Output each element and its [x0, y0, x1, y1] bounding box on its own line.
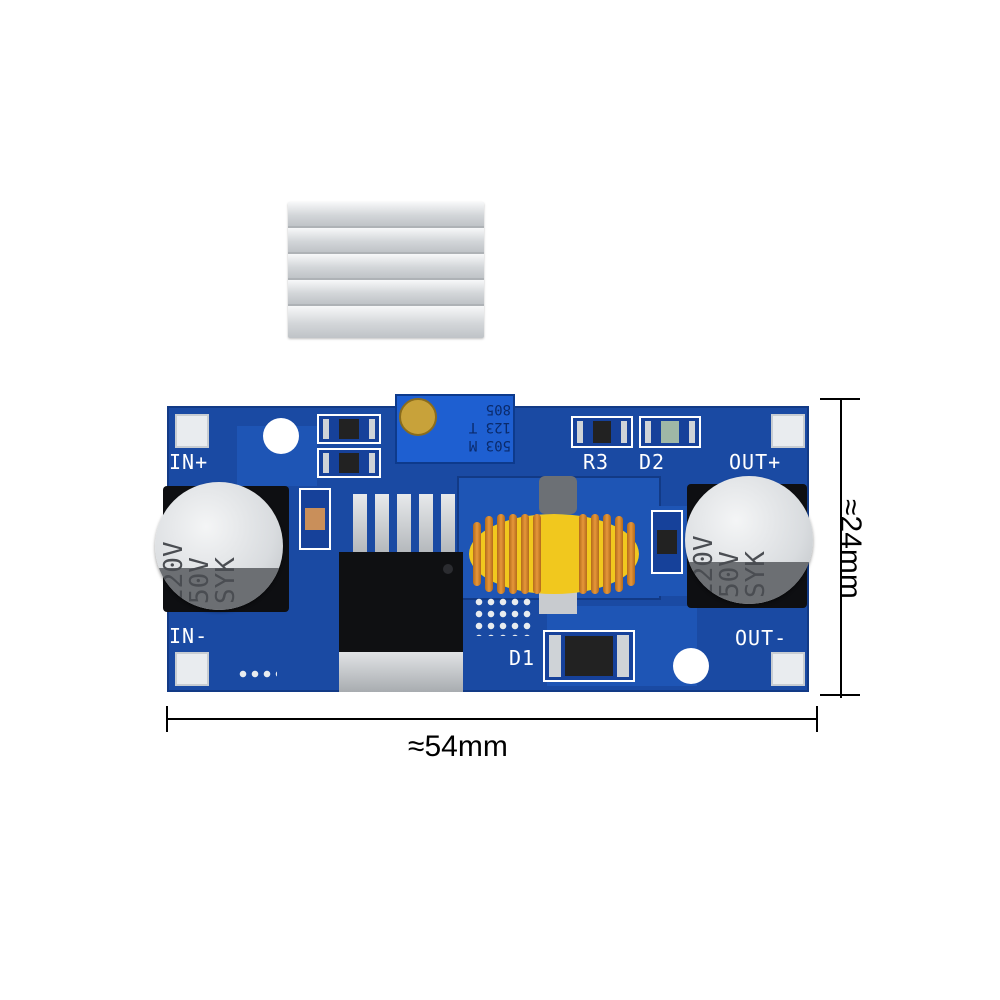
label-d2: D2 — [639, 450, 666, 474]
pot-marking-2: 123 T — [468, 419, 511, 435]
electrolytic-capacitor-input: 220V 50V SYK — [155, 482, 283, 610]
label-in-minus: IN- — [169, 624, 209, 648]
label-r3: R3 — [583, 450, 610, 474]
pad-in-plus — [175, 414, 209, 448]
mounting-hole — [263, 418, 299, 454]
trimmer-potentiometer: 503 M 123 T 805 — [395, 394, 515, 464]
pot-marking-3: 805 — [485, 401, 511, 417]
via-array — [473, 596, 533, 636]
electrolytic-capacitor-output: 220V 50V SYK — [685, 476, 813, 604]
label-d1: D1 — [509, 646, 536, 670]
cap-right-line1: 220V — [689, 535, 719, 598]
regulator-ic — [339, 552, 463, 652]
width-dimension-label: ≈54mm — [408, 730, 508, 763]
cap-right-line2: 50V — [715, 551, 745, 598]
cap-left-line1: 220V — [159, 541, 189, 604]
cap-left-line2: 50V — [185, 557, 215, 604]
via-array — [237, 668, 277, 682]
inductor-pad-bottom — [539, 592, 577, 614]
label-out-minus: OUT- — [735, 626, 788, 650]
schottky-diode-d1 — [543, 630, 635, 682]
buck-converter-board: IN+ IN- OUT+ OUT- R3 D2 D1 503 M 123 T 8… — [155, 394, 813, 692]
heatsink — [288, 202, 484, 338]
height-dimension-label: ≈24mm — [833, 499, 867, 599]
smd-resistor-r3 — [571, 416, 633, 448]
label-out-plus: OUT+ — [729, 450, 782, 474]
ic-heat-tab — [339, 652, 463, 692]
smd-capacitor — [651, 510, 683, 574]
width-dimension-line — [166, 718, 818, 720]
pad-out-minus — [771, 652, 805, 686]
smd-resistor — [317, 448, 381, 478]
mounting-hole — [673, 648, 709, 684]
pad-out-plus — [771, 414, 805, 448]
pad-in-minus — [175, 652, 209, 686]
cap-left-line3: SYK — [211, 557, 241, 604]
smd-resistor — [317, 414, 381, 444]
smd-capacitor — [299, 488, 331, 550]
cap-right-line3: SYK — [741, 551, 771, 598]
label-in-plus: IN+ — [169, 450, 209, 474]
toroid-inductor — [469, 514, 639, 594]
trimmer-knob — [399, 398, 437, 436]
inductor-pad-top — [539, 476, 577, 514]
pot-marking-1: 503 M — [468, 437, 511, 453]
led-d2 — [639, 416, 701, 448]
height-dimension-line — [840, 398, 842, 698]
